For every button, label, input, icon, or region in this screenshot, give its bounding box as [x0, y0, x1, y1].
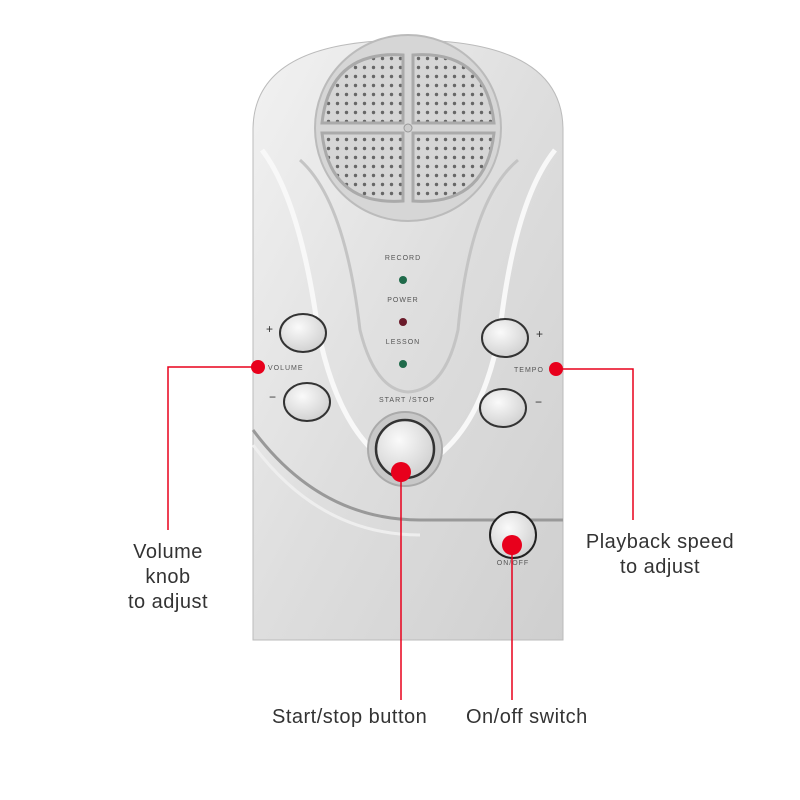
volume-marker	[251, 360, 265, 374]
on-off-switch[interactable]	[489, 511, 537, 559]
volume-down-button[interactable]	[283, 382, 331, 422]
power-led	[399, 318, 407, 326]
power-label: POWER	[387, 297, 418, 304]
volume-up-button[interactable]	[279, 313, 327, 353]
volume-callout: Volume knob to adjust	[88, 540, 248, 615]
tempo-marker	[549, 362, 563, 376]
record-label: RECORD	[385, 255, 421, 262]
tempo-up-button[interactable]	[481, 318, 529, 358]
on-off-label: ON/OFF	[497, 560, 529, 567]
lesson-led	[399, 360, 407, 368]
start-stop-label: START /STOP	[379, 397, 435, 404]
volume-callout-line: knob	[145, 566, 191, 588]
speed-callout-line: to adjust	[619, 556, 701, 578]
speaker-grille	[314, 34, 502, 222]
volume-plus-sign: +	[266, 322, 273, 336]
on-off-callout: On/off switch	[466, 706, 588, 728]
lesson-label: LESSON	[386, 339, 420, 346]
start-stop-callout: Start/stop button	[272, 706, 428, 728]
volume-minus-sign: −	[269, 390, 276, 404]
callout-lines	[167, 366, 634, 700]
tempo-label: TEMPO	[514, 367, 544, 374]
tempo-plus-sign: +	[536, 327, 543, 341]
volume-label: VOLUME	[268, 365, 304, 372]
on-off-marker	[502, 535, 522, 555]
volume-callout-line: Volume	[133, 541, 203, 563]
tempo-down-button[interactable]	[479, 388, 527, 428]
tempo-minus-sign: −	[535, 395, 542, 409]
start-stop-marker	[391, 462, 411, 482]
speed-callout-line: Playback speed	[585, 531, 735, 553]
volume-callout-line: to adjust	[127, 591, 209, 613]
speed-callout: Playback speed to adjust	[570, 530, 750, 580]
record-led	[399, 276, 407, 284]
